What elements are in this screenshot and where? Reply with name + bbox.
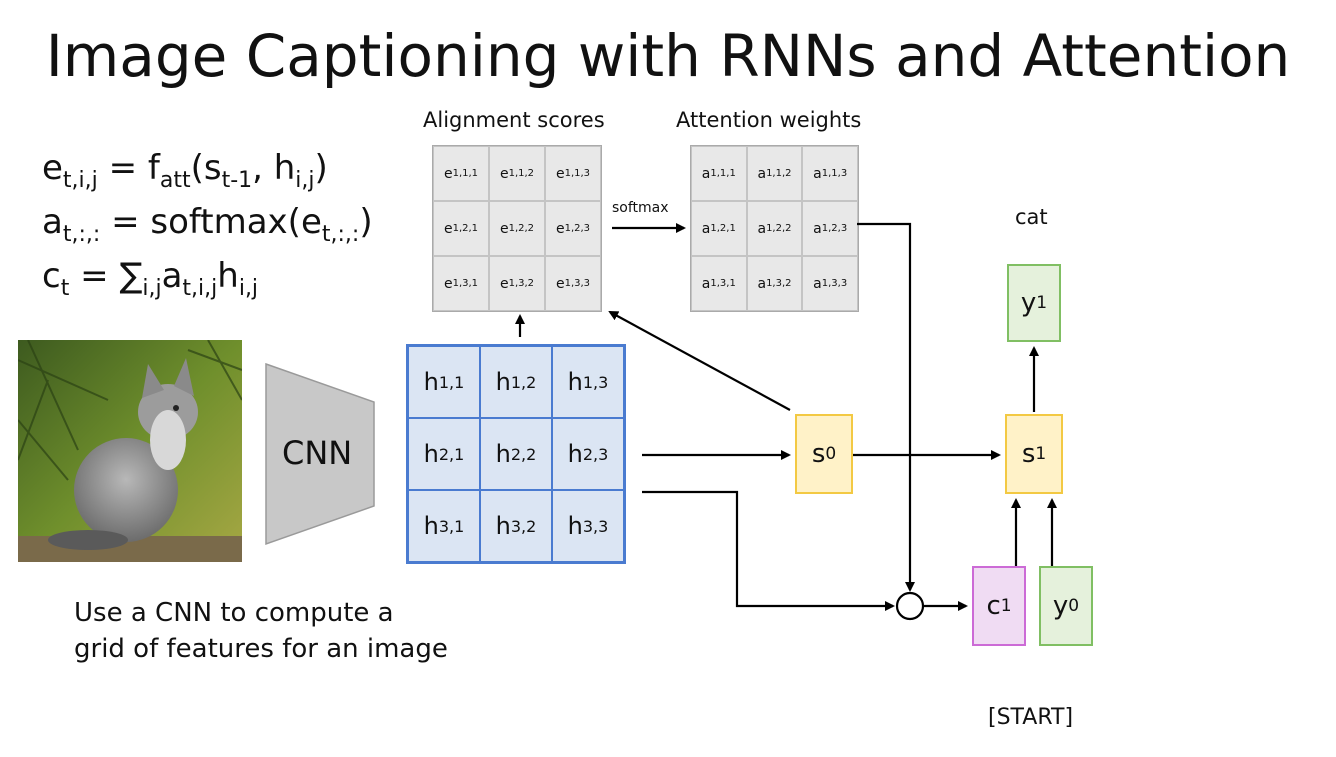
s0-to-scores-arrow — [608, 311, 791, 411]
slide-title: Image Captioning with RNNs and Attention — [45, 22, 1291, 90]
weights-to-combine-arrow — [857, 222, 915, 592]
equation-alignment: et,i,j = fatt(st-1, hi,j) — [42, 148, 328, 193]
output-word-cat: cat — [1015, 205, 1048, 229]
start-token-label: [START] — [988, 705, 1074, 730]
equation-softmax: at,:,: = softmax(et,:,:) — [42, 202, 373, 247]
cnn-label: CNN — [282, 434, 353, 472]
caption-text: Use a CNN to compute a grid of features … — [74, 595, 448, 667]
attention-weights-label: Attention weights — [676, 108, 862, 132]
caption-line-2: grid of features for an image — [74, 634, 448, 664]
kitten-image — [18, 340, 242, 562]
combine-node — [895, 591, 925, 621]
caption-line-1: Use a CNN to compute a — [74, 598, 394, 628]
alignment-scores-label: Alignment scores — [423, 108, 605, 132]
softmax-label: softmax — [612, 200, 669, 216]
equation-context: ct = ∑i,jat,i,jhi,j — [42, 256, 259, 301]
features-to-combine-arrow — [642, 490, 895, 611]
cnn-block — [265, 362, 375, 546]
